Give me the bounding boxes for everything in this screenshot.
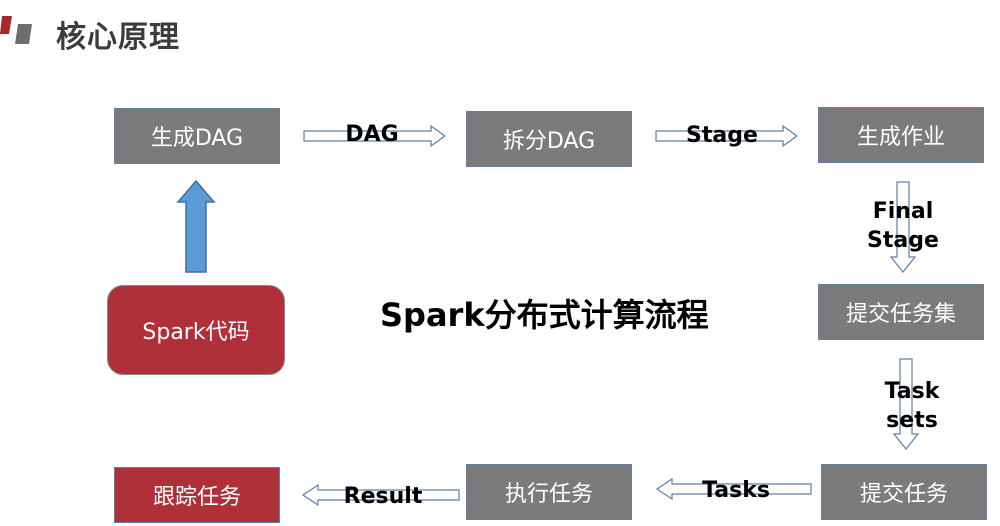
edge-label-result: Result — [343, 484, 423, 509]
diagram-title: Spark分布式计算流程 — [380, 296, 709, 334]
node-spark-code: Spark代码 — [107, 285, 285, 375]
node-split-dag: 拆分DAG — [466, 111, 632, 167]
edge-label-final-stage: Final Stage — [867, 199, 939, 253]
logo-icon — [0, 16, 32, 44]
arrow-stage-icon — [655, 124, 799, 148]
node-gen-job: 生成作业 — [818, 107, 984, 163]
arrow-tasks-icon — [655, 477, 812, 501]
arrow-final-stage-icon — [889, 181, 917, 273]
node-submit-task: 提交任务 — [821, 464, 987, 520]
edge-label-tasks: Tasks — [702, 478, 770, 503]
edge-label-dag: DAG — [345, 122, 399, 147]
node-gen-dag: 生成DAG — [114, 108, 280, 164]
arrow-result-icon — [301, 483, 460, 507]
up-arrow-icon — [176, 179, 216, 273]
arrow-task-sets-icon — [892, 358, 920, 450]
edge-label-task-sets: Task sets — [884, 379, 940, 433]
page-title: 核心原理 — [56, 20, 180, 55]
edge-label-stage: Stage — [686, 123, 758, 148]
node-submit-taskset: 提交任务集 — [818, 284, 984, 340]
node-track-task: 跟踪任务 — [114, 467, 280, 523]
arrow-dag-icon — [303, 124, 447, 148]
node-exec-task: 执行任务 — [466, 464, 632, 520]
